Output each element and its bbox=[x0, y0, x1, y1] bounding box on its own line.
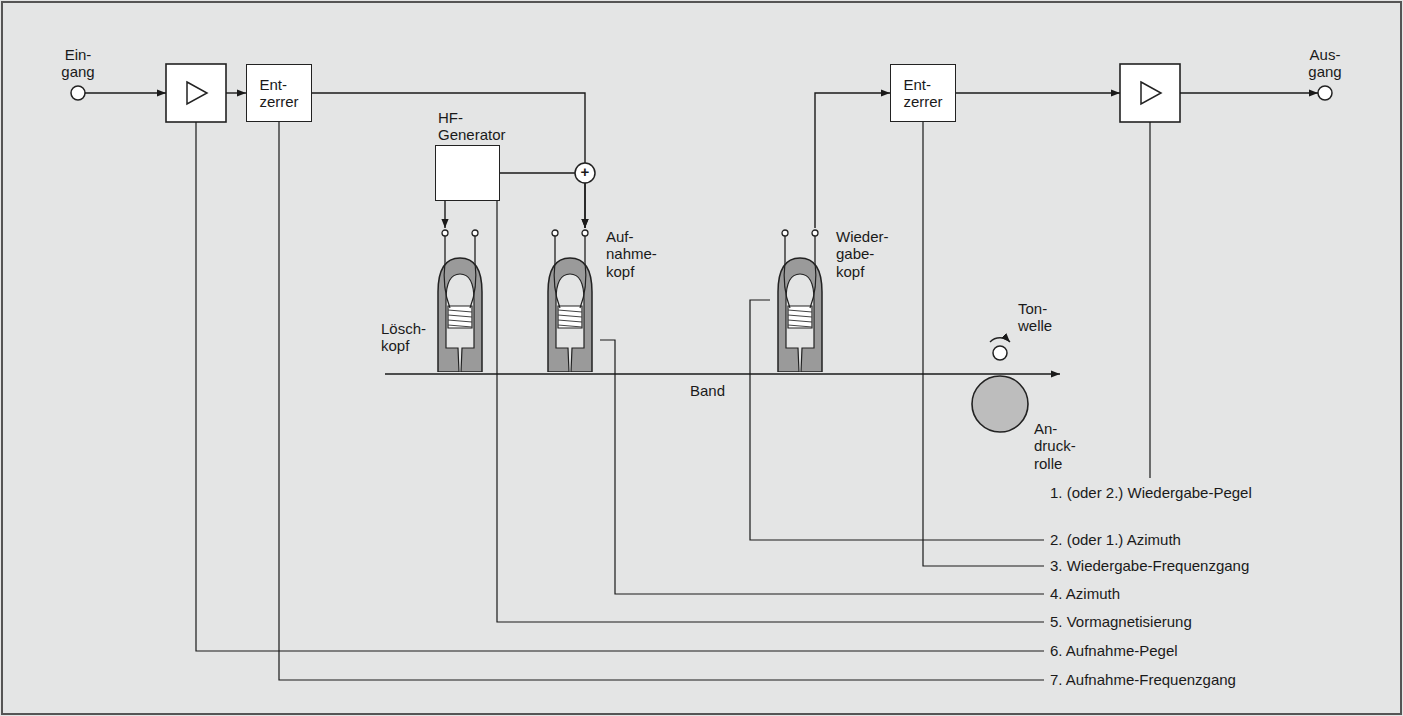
summing-point bbox=[575, 163, 595, 183]
tape bbox=[385, 373, 1060, 375]
callout-label: 5. Vormagnetisierung bbox=[1050, 613, 1192, 630]
equalizer-box: Ent- zerrer bbox=[890, 64, 956, 122]
amplifier-symbol bbox=[1120, 64, 1180, 122]
node-label: Lösch- kopf bbox=[381, 320, 426, 355]
node-label: Wieder- gabe- kopf bbox=[836, 228, 889, 280]
head-symbol bbox=[430, 228, 490, 372]
generator-box: HF- Generator bbox=[435, 145, 500, 201]
tape-head: Auf- nahme- kopf bbox=[540, 228, 600, 372]
node-label: Ent- zerrer bbox=[903, 76, 942, 111]
node-label: Auf- nahme- kopf bbox=[606, 228, 657, 280]
part-label: An- druck- rolle bbox=[1034, 420, 1076, 472]
part-label: + bbox=[581, 163, 590, 180]
callout-label: 2. (oder 1.) Azimuth bbox=[1050, 531, 1181, 548]
node-label: HF- Generator bbox=[438, 109, 506, 144]
pinch-roller bbox=[972, 376, 1028, 432]
tape-head: Wieder- gabe- kopf bbox=[770, 228, 830, 372]
head-symbol bbox=[540, 228, 600, 372]
callout-label: 4. Azimuth bbox=[1050, 585, 1120, 602]
signal-connector bbox=[815, 93, 890, 228]
part-label: Ton- welle bbox=[1018, 300, 1052, 335]
signal-connector bbox=[444, 201, 445, 228]
capstan bbox=[990, 338, 1010, 360]
part-label: Aus- gang bbox=[1308, 46, 1341, 81]
head-symbol bbox=[770, 228, 830, 372]
leader-line bbox=[196, 122, 1150, 680]
callout-label: 7. Aufnahme-Frequenzgang bbox=[1050, 671, 1236, 688]
equalizer-box: Ent- zerrer bbox=[246, 64, 312, 122]
output-terminal bbox=[1318, 86, 1332, 100]
input-terminal bbox=[71, 86, 85, 100]
callout-label: 1. (oder 2.) Wiedergabe-Pegel bbox=[1050, 484, 1252, 501]
amplifier-symbol bbox=[166, 64, 226, 122]
signal-connector bbox=[500, 173, 585, 228]
signal-connector bbox=[312, 93, 585, 228]
part-label: Band bbox=[690, 382, 725, 399]
node-label: Ent- zerrer bbox=[259, 76, 298, 111]
callout-label: 3. Wiedergabe-Frequenzgang bbox=[1050, 557, 1249, 574]
tape-head: Lösch- kopf bbox=[430, 228, 490, 372]
callout-label: 6. Aufnahme-Pegel bbox=[1050, 642, 1178, 659]
part-label: Ein- gang bbox=[61, 46, 94, 81]
